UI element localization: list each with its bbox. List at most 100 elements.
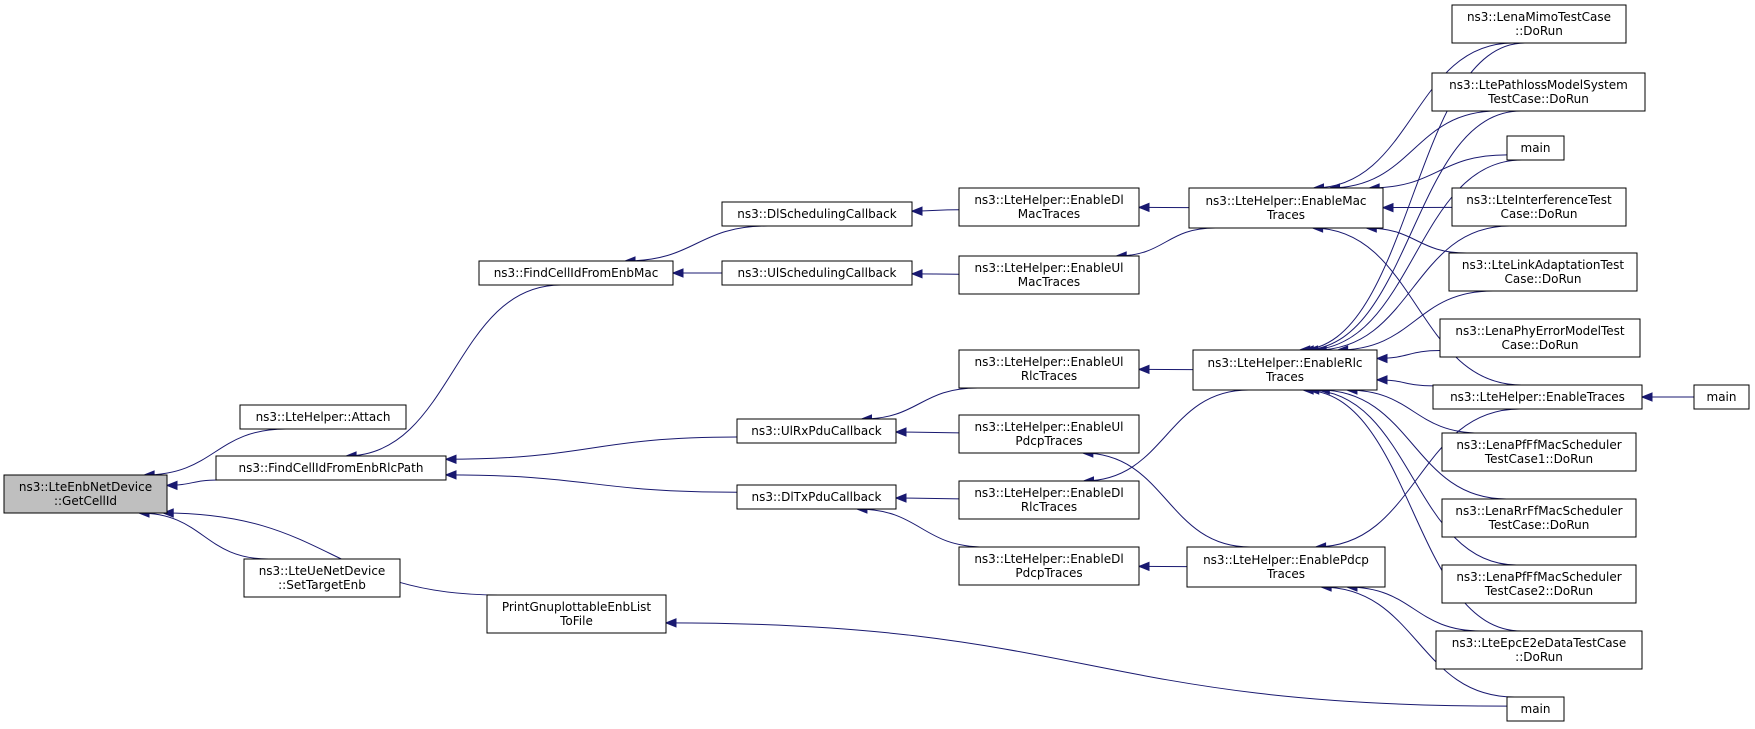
node-box[interactable] (3, 474, 168, 514)
edge-enUlPdcp-to-ulRx (894, 427, 960, 437)
edge-line (861, 387, 978, 420)
node-box[interactable] (478, 260, 674, 286)
node-box[interactable] (1439, 318, 1641, 358)
edge-line (1337, 290, 1493, 351)
node-label: RlcTraces (1021, 500, 1077, 514)
node-box[interactable] (1441, 564, 1637, 604)
node-box[interactable] (958, 480, 1140, 520)
node-box[interactable] (1693, 384, 1750, 410)
node-box[interactable] (736, 484, 897, 510)
node-root[interactable]: ns3::LteEnbNetDevice::GetCellId (3, 474, 168, 514)
node-label: ns3::LteHelper::EnableUl (975, 355, 1124, 369)
edge-line (1303, 389, 1522, 632)
edge-line (665, 622, 1508, 707)
edge-ulRx-to-findRlc (444, 436, 738, 464)
node-box[interactable] (721, 201, 913, 227)
node-ulRx[interactable]: ns3::UlRxPduCallback (736, 418, 897, 444)
edge-arrowhead (910, 206, 923, 216)
edge-arrowhead (1375, 375, 1388, 385)
node-box[interactable] (1506, 135, 1565, 161)
edge-line (138, 512, 269, 560)
node-pathloss[interactable]: ns3::LtePathlossModelSystemTestCase::DoR… (1431, 72, 1646, 112)
node-label: ns3::LenaPfFfMacScheduler (1456, 438, 1621, 452)
node-box[interactable] (1451, 4, 1627, 44)
edge-setTarget-to-root (137, 508, 269, 560)
node-setTarget[interactable]: ns3::LteUeNetDevice::SetTargetEnb (243, 558, 401, 598)
node-box[interactable] (239, 404, 407, 430)
edge-arrowhead (165, 480, 178, 491)
node-attach[interactable]: ns3::LteHelper::Attach (239, 404, 407, 430)
node-label: TestCase::DoRun (1488, 518, 1590, 532)
node-main1[interactable]: main (1506, 135, 1565, 161)
edge-arrowhead (1375, 353, 1388, 364)
node-dlSched[interactable]: ns3::DlSchedulingCallback (721, 201, 913, 227)
node-pf2[interactable]: ns3::LenaPfFfMacSchedulerTestCase2::DoRu… (1441, 564, 1637, 604)
node-box[interactable] (1186, 546, 1386, 588)
node-box[interactable] (958, 187, 1140, 227)
node-box[interactable] (1441, 432, 1637, 472)
node-box[interactable] (486, 594, 667, 634)
edge-findRlc-to-root (165, 479, 218, 491)
node-box[interactable] (1441, 498, 1637, 538)
node-box[interactable] (958, 255, 1140, 295)
node-box[interactable] (1188, 187, 1384, 229)
node-box[interactable] (736, 418, 897, 444)
edge-line (1116, 227, 1216, 257)
node-findRlc[interactable]: ns3::FindCellIdFromEnbRlcPath (215, 455, 447, 481)
edge-arrowhead (1640, 392, 1653, 402)
node-findMac[interactable]: ns3::FindCellIdFromEnbMac (478, 260, 674, 286)
node-ulSched[interactable]: ns3::UlSchedulingCallback (721, 260, 913, 286)
node-box[interactable] (215, 455, 447, 481)
node-box[interactable] (243, 558, 401, 598)
node-label: ns3::LenaRrFfMacScheduler (1455, 504, 1622, 518)
node-label: TestCase::DoRun (1487, 92, 1589, 106)
node-box[interactable] (958, 414, 1140, 454)
node-box[interactable] (958, 546, 1140, 586)
node-main2[interactable]: main (1693, 384, 1750, 410)
edge-arrowhead (444, 454, 457, 464)
node-box[interactable] (1506, 696, 1565, 722)
node-enTraces[interactable]: ns3::LteHelper::EnableTraces (1432, 384, 1643, 410)
node-mimo[interactable]: ns3::LenaMimoTestCase::DoRun (1451, 4, 1627, 44)
node-label: TestCase2::DoRun (1484, 584, 1593, 598)
node-box[interactable] (958, 349, 1140, 389)
node-box[interactable] (1431, 72, 1646, 112)
node-label: ns3::FindCellIdFromEnbRlcPath (239, 461, 424, 475)
edge-line (1319, 389, 1507, 500)
edge-enMac-to-enUlMac (1114, 227, 1216, 261)
node-pf1[interactable]: ns3::LenaPfFfMacSchedulerTestCase1::DoRu… (1441, 432, 1637, 472)
node-box[interactable] (1435, 630, 1643, 670)
node-epc[interactable]: ns3::LteEpcE2eDataTestCase::DoRun (1435, 630, 1643, 670)
edge-arrowhead (910, 269, 923, 279)
node-box[interactable] (1451, 187, 1627, 227)
edge-arrowhead (1137, 364, 1150, 375)
edge-line (346, 284, 561, 457)
node-label: ns3::LteHelper::EnableUl (975, 420, 1124, 434)
node-box[interactable] (721, 260, 913, 286)
node-box[interactable] (1192, 349, 1378, 391)
node-main3[interactable]: main (1506, 696, 1565, 722)
edge-line (1315, 408, 1520, 548)
node-box[interactable] (1448, 252, 1638, 292)
node-dlTx[interactable]: ns3::DlTxPduCallback (736, 484, 897, 510)
node-box[interactable] (1432, 384, 1643, 410)
node-label: main (1521, 141, 1551, 155)
edge-line (445, 474, 738, 493)
edge-line (1082, 452, 1251, 548)
edge-line (1316, 225, 1510, 351)
